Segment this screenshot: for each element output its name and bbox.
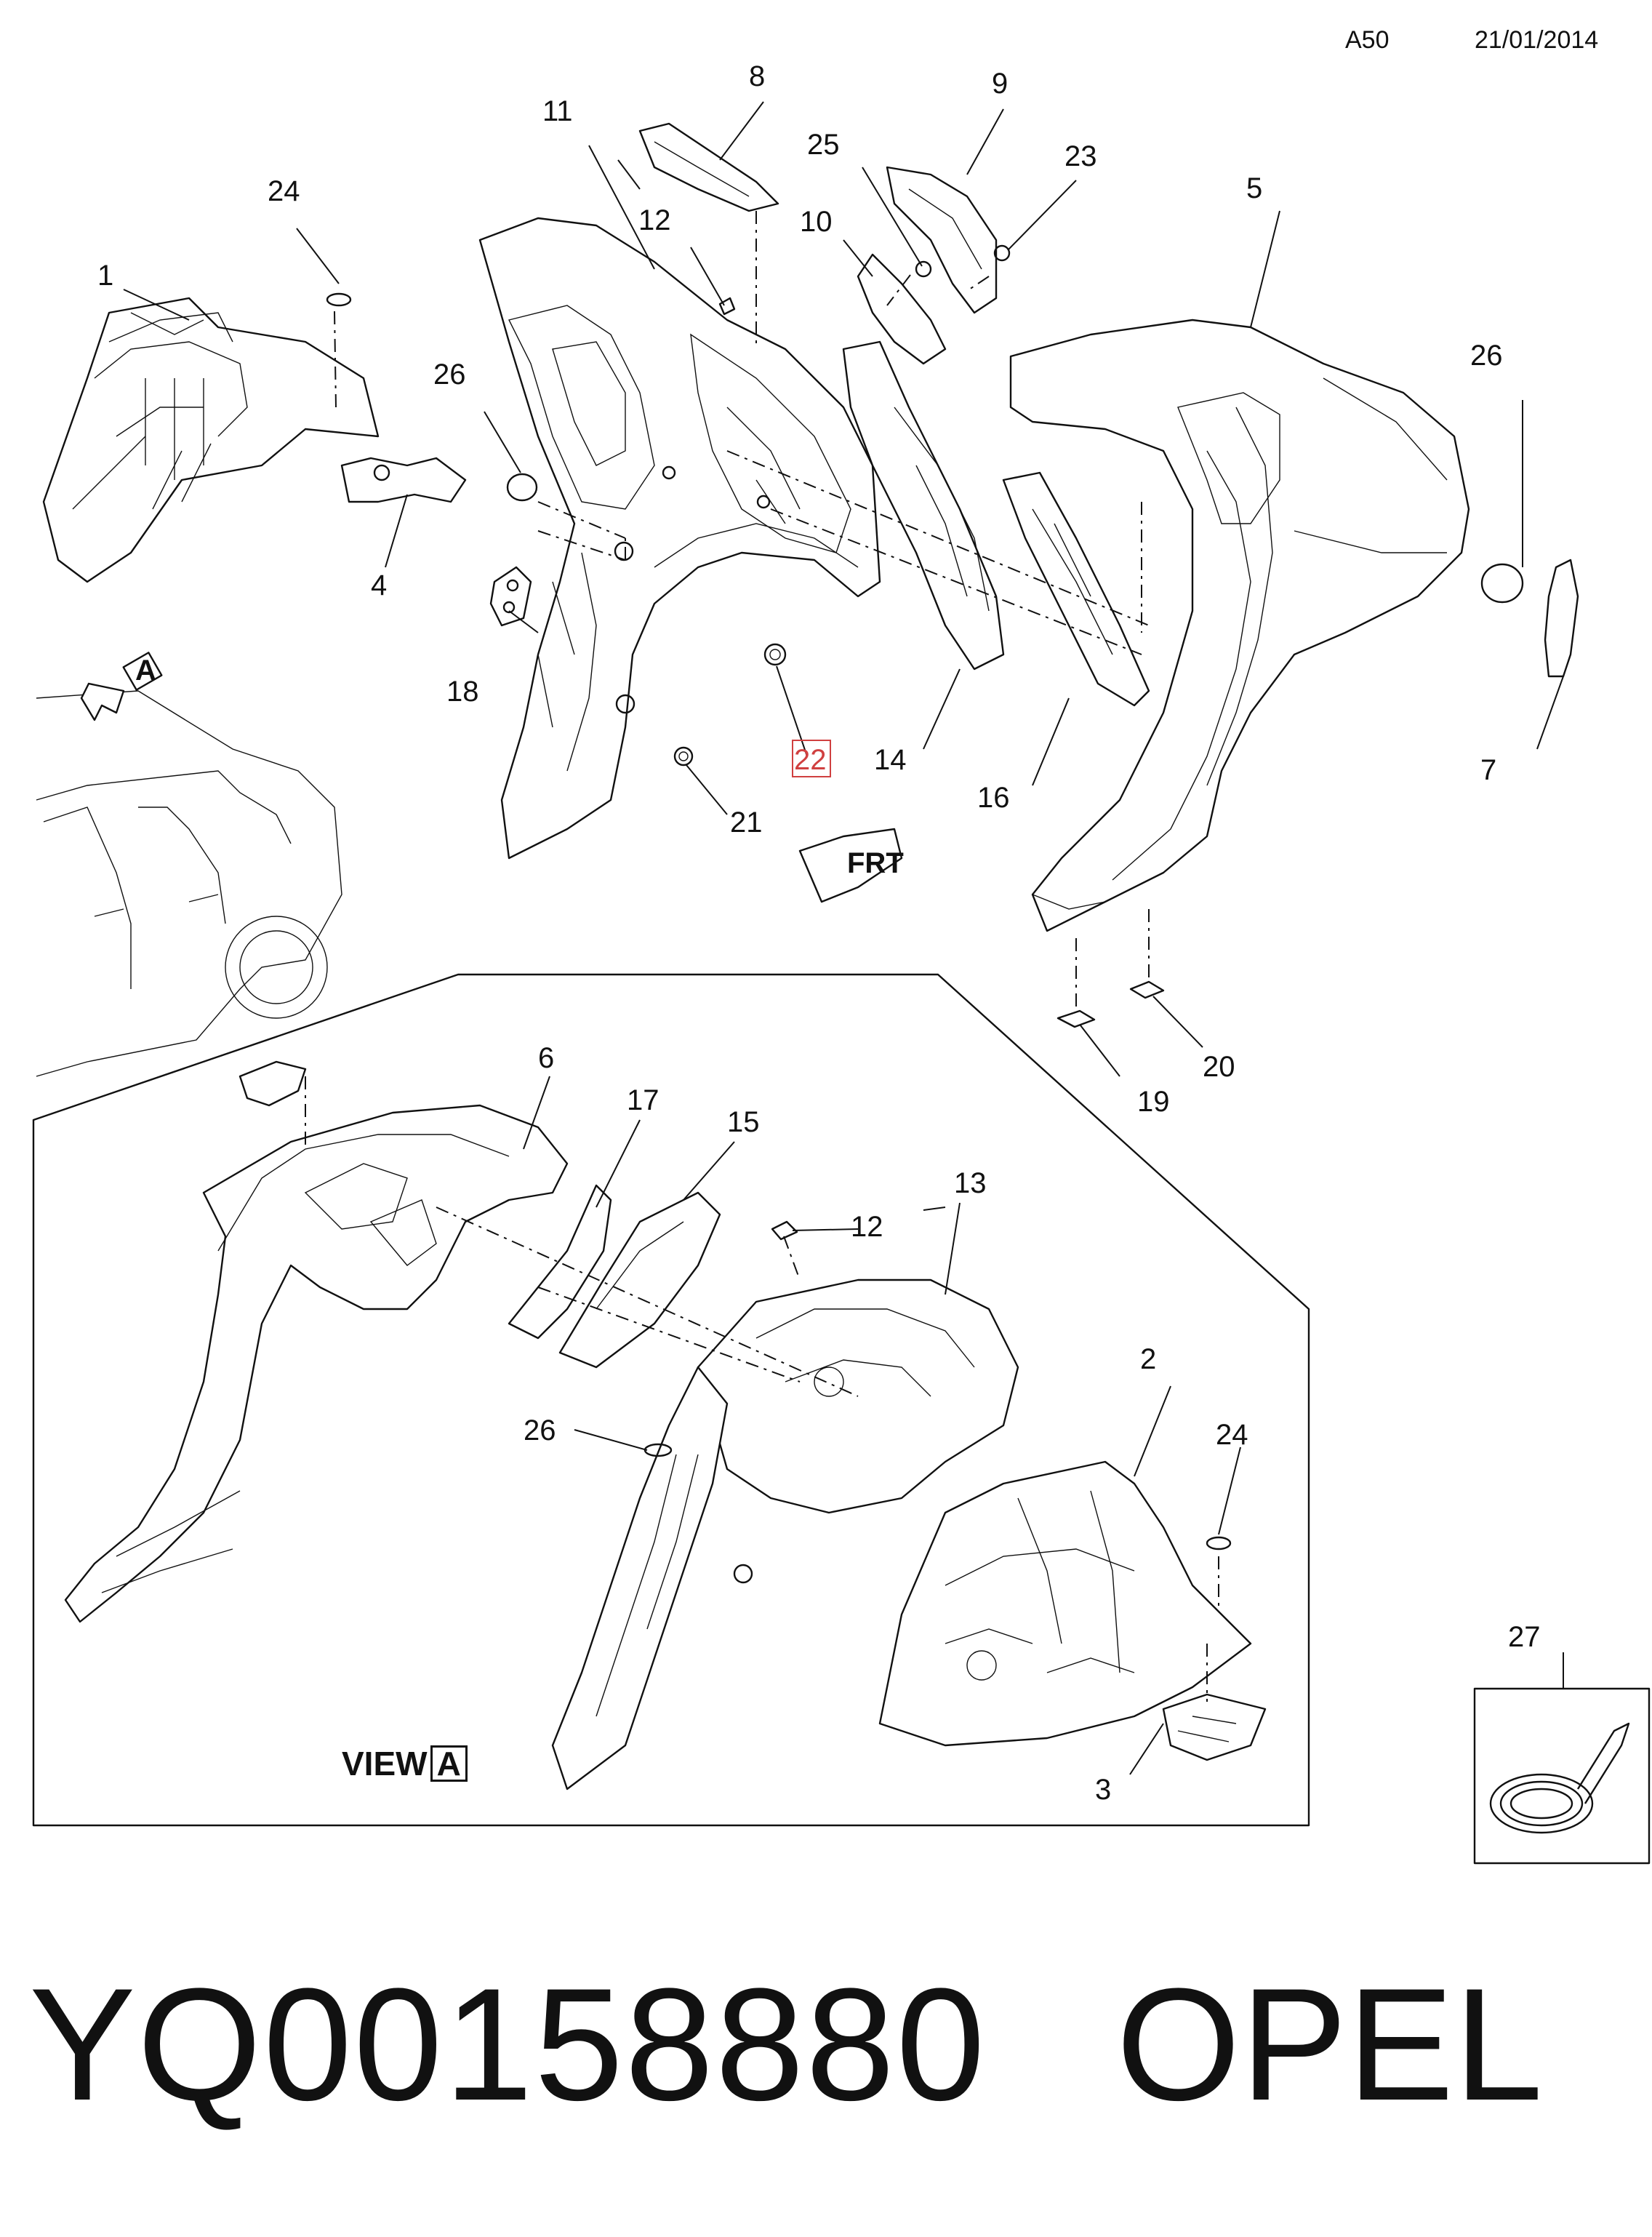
part-6-trim-piece — [238, 1060, 307, 1107]
front-arrow: FRT — [798, 828, 904, 903]
diagram-date: 21/01/2014 — [1475, 26, 1599, 54]
callout-10: 10 — [800, 206, 833, 238]
part-27-sealing-tape-box — [1473, 1687, 1651, 1865]
assembly-lines-upper — [334, 211, 1150, 1011]
svg-text:A: A — [135, 655, 156, 687]
part-inner-quarter-view-a — [551, 1366, 753, 1790]
callout-24-top: 24 — [268, 175, 300, 207]
part-2-rear-wheelhouse — [878, 1460, 1252, 1747]
part-16-pillar — [1002, 471, 1150, 707]
callout-27: 27 — [1508, 1621, 1541, 1653]
callout-20: 20 — [1203, 1051, 1235, 1083]
callout-1: 1 — [97, 260, 113, 292]
part-25-clip — [915, 260, 932, 278]
callout-labels: 1 24 4 26 18 11 12 8 25 10 9 23 5 26 7 1… — [97, 60, 1541, 1806]
view-label-word: VIEW — [342, 1745, 428, 1782]
part-15-bracket — [558, 1191, 721, 1369]
callout-16: 16 — [977, 782, 1010, 814]
callout-15: 15 — [727, 1106, 760, 1138]
callout-23: 23 — [1064, 140, 1097, 172]
callout-12-top: 12 — [638, 204, 671, 236]
part-8-reinforcement — [638, 122, 779, 212]
callout-3: 3 — [1095, 1774, 1111, 1806]
part-23-clip — [993, 244, 1011, 262]
part-5-outer-panel — [1009, 319, 1470, 932]
callout-2: 2 — [1140, 1343, 1156, 1375]
brand-name: OPEL — [1116, 1955, 1543, 2134]
callout-13: 13 — [954, 1167, 987, 1199]
callout-11: 11 — [542, 95, 573, 127]
part-3-mount — [1162, 1693, 1267, 1761]
callout-19: 19 — [1137, 1086, 1170, 1118]
vehicle-silhouette — [36, 682, 342, 1077]
assembly-lines-view-a — [305, 1076, 1219, 1702]
callout-17: 17 — [627, 1084, 659, 1116]
part-24-plug — [326, 292, 352, 307]
callout-9: 9 — [992, 68, 1008, 100]
callout-18: 18 — [446, 676, 479, 708]
view-label-letter: A — [430, 1745, 468, 1782]
part-20-spacer — [1129, 980, 1165, 999]
callout-12-lower: 12 — [851, 1211, 883, 1243]
callout-22: 22 — [794, 744, 827, 776]
svg-text:FRT: FRT — [847, 847, 904, 879]
callout-6: 6 — [538, 1042, 554, 1074]
callout-4: 4 — [371, 569, 387, 601]
callout-5: 5 — [1246, 172, 1262, 204]
part-number: YQ00158880 — [29, 1955, 987, 2134]
leader-lines — [123, 101, 1564, 1775]
part-12-clip-lower — [771, 1220, 798, 1241]
callout-21: 21 — [730, 807, 763, 839]
part-24-plug-lower — [1206, 1536, 1232, 1550]
view-marker: A — [122, 652, 163, 691]
part-17-bracket — [508, 1184, 612, 1340]
callout-26-left: 26 — [433, 359, 466, 391]
callout-8: 8 — [749, 60, 765, 92]
part-18-plate — [489, 566, 532, 627]
part-7-trim — [1544, 559, 1579, 678]
highlight-box-22 — [792, 740, 831, 777]
diagram-code: A50 — [1345, 26, 1390, 54]
callout-24-lower: 24 — [1216, 1419, 1248, 1451]
part-10-bracket — [857, 253, 947, 365]
part-19-spacer — [1056, 1009, 1096, 1028]
part-4-bracket — [340, 457, 467, 503]
exploded-parts-diagram: A FRT — [32, 60, 1651, 1865]
callout-26-right: 26 — [1470, 340, 1503, 372]
callout-14: 14 — [874, 744, 907, 776]
part-6-outer-side — [64, 1060, 569, 1623]
part-26-plug-right — [1480, 563, 1524, 604]
part-22-grommet — [763, 643, 787, 666]
part-1-wheelhouse — [42, 297, 380, 583]
part-12-clip-top — [718, 297, 736, 316]
part-21-grommet — [673, 746, 694, 767]
callout-26-lower: 26 — [524, 1414, 556, 1446]
callout-25: 25 — [807, 129, 840, 161]
part-14-pillar — [842, 340, 1005, 671]
view-a-frame — [32, 973, 1310, 1827]
part-9-bracket — [886, 166, 998, 314]
part-26-plug-left — [506, 473, 538, 502]
callout-7: 7 — [1480, 754, 1496, 786]
part-11-inner-panel — [478, 217, 881, 860]
